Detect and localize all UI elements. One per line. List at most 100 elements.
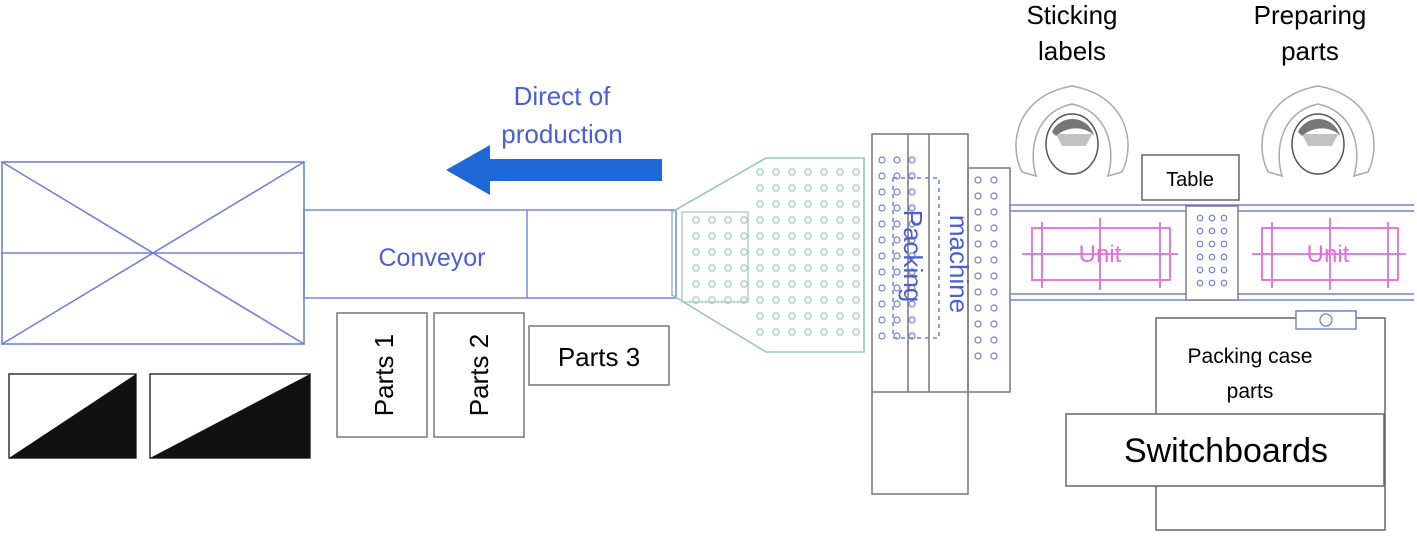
roller-dot	[878, 220, 886, 228]
roller-dot	[836, 248, 844, 256]
parts-3-label: Parts 3	[558, 342, 640, 372]
roller-dot	[852, 248, 860, 256]
roller-dot	[724, 216, 732, 224]
roller-dot	[692, 232, 700, 240]
roller-dot	[836, 264, 844, 272]
parts-1-box: Parts 1	[336, 312, 428, 438]
unit-left-label: Unit	[1079, 241, 1122, 268]
roller-dot	[756, 248, 764, 256]
roller-dot	[724, 248, 732, 256]
roller-dot	[974, 240, 982, 248]
worker-icon	[1015, 85, 1129, 178]
roller-dot	[878, 332, 886, 340]
roller-dot	[692, 264, 700, 272]
roller-dot	[708, 216, 716, 224]
roller-dot	[974, 224, 982, 232]
roller-dot	[852, 200, 860, 208]
roller-dot	[1196, 266, 1204, 274]
roller-dot	[1196, 240, 1204, 248]
roller-dot	[692, 296, 700, 304]
preparing-label-line1: Preparing	[1254, 0, 1367, 30]
roller-dot	[692, 248, 700, 256]
roller-dot	[893, 268, 901, 276]
roller-dot	[990, 176, 998, 184]
roller-dot	[804, 216, 812, 224]
roller-dot	[974, 304, 982, 312]
roller-dot	[836, 280, 844, 288]
roller-dot	[1196, 227, 1204, 235]
roller-dot	[852, 264, 860, 272]
roller-dot	[708, 264, 716, 272]
roller-dot	[804, 280, 812, 288]
roller-dot	[974, 176, 982, 184]
funnel-roller-table	[671, 157, 865, 353]
roller-dot	[878, 268, 886, 276]
direction-label-line2: production	[501, 119, 622, 149]
roller-dot	[836, 296, 844, 304]
roller-dot	[788, 296, 796, 304]
roller-dot	[990, 352, 998, 360]
packing-machine	[871, 133, 1011, 495]
roller-dot	[908, 220, 916, 228]
roller-dot	[724, 264, 732, 272]
packing-label: Packing	[898, 210, 928, 303]
roller-dot	[772, 248, 780, 256]
roller-dot	[740, 216, 748, 224]
roller-dot	[788, 312, 796, 320]
crossed-box	[1, 161, 305, 345]
roller-dot	[836, 184, 844, 192]
roller-dot	[788, 232, 796, 240]
worker-icon	[1261, 85, 1375, 178]
roller-dot	[852, 168, 860, 176]
roller-dot	[908, 316, 916, 324]
direction-label-line1: Direct of	[514, 81, 612, 111]
roller-dot	[990, 336, 998, 344]
roller-dot	[1220, 214, 1228, 222]
small-roller	[1185, 205, 1239, 301]
roller-dot	[1208, 227, 1216, 235]
roller-dot	[756, 264, 764, 272]
roller-dot	[788, 280, 796, 288]
roller-dots-icon	[878, 156, 998, 360]
roller-dot	[836, 216, 844, 224]
roller-dot	[974, 272, 982, 280]
roller-dot	[974, 288, 982, 296]
roller-dot	[836, 328, 844, 336]
roller-dot	[788, 264, 796, 272]
arrow-left-icon	[446, 145, 662, 195]
switchboards-label: Switchboards	[1124, 432, 1328, 470]
roller-dot	[820, 200, 828, 208]
roller-dot	[893, 316, 901, 324]
roller-dot	[1220, 253, 1228, 261]
roller-dot	[908, 188, 916, 196]
roller-dot	[893, 332, 901, 340]
roller-dot	[756, 216, 764, 224]
roller-dot	[836, 168, 844, 176]
roller-dot	[1196, 214, 1204, 222]
roller-dot	[788, 248, 796, 256]
roller-dot	[878, 188, 886, 196]
roller-dot	[852, 312, 860, 320]
roller-dot	[990, 224, 998, 232]
roller-dot	[893, 156, 901, 164]
roller-dot	[852, 184, 860, 192]
roller-dot	[788, 168, 796, 176]
roller-dot	[772, 200, 780, 208]
table-label: Table	[1166, 169, 1214, 191]
roller-dot	[990, 240, 998, 248]
roller-dot	[756, 168, 764, 176]
roller-dot	[974, 208, 982, 216]
roller-dot	[740, 264, 748, 272]
roller-dot	[974, 256, 982, 264]
roller-dot	[804, 168, 812, 176]
roller-dot	[908, 204, 916, 212]
roller-dot	[908, 172, 916, 180]
roller-dot	[893, 220, 901, 228]
sticking-label-line1: Sticking	[1026, 0, 1117, 30]
roller-dot	[820, 264, 828, 272]
roller-dot	[788, 200, 796, 208]
roller-dot	[878, 252, 886, 260]
table-box: Table	[1141, 154, 1240, 201]
